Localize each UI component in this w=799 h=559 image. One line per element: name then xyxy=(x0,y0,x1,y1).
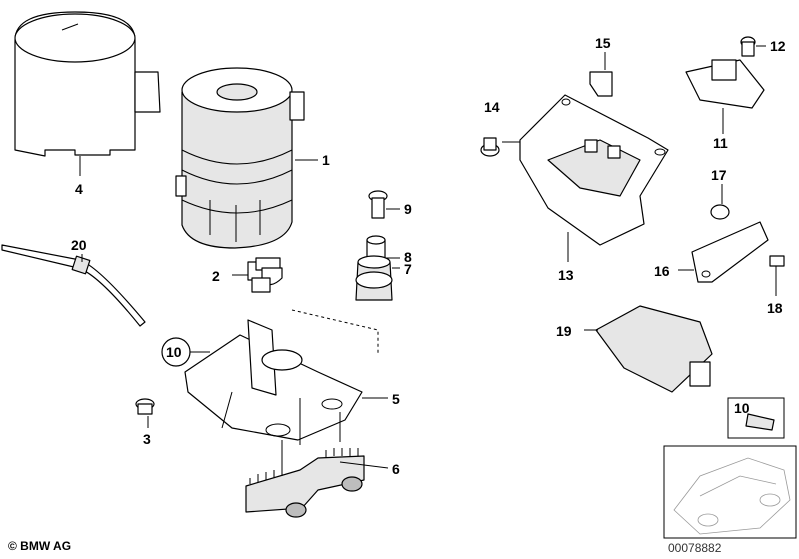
inset-vehicle xyxy=(663,445,797,539)
callout-18: 18 xyxy=(767,300,783,316)
callout-4: 4 xyxy=(75,181,83,197)
part-11-sensor xyxy=(685,59,765,109)
callout-15: 15 xyxy=(595,35,611,51)
part-9-bolt xyxy=(368,190,388,219)
callout-9: 9 xyxy=(404,201,412,217)
callout-19: 19 xyxy=(556,323,572,339)
inset-part-10 xyxy=(727,397,785,439)
part-17-nut xyxy=(710,204,730,220)
part-18-screw xyxy=(769,255,785,267)
part-4-cover xyxy=(14,11,161,157)
part-13-bracket xyxy=(519,94,669,246)
part-19-control-unit xyxy=(595,305,713,393)
part-20-cable-tie xyxy=(1,244,146,327)
copyright-text: © BMW AG xyxy=(8,539,72,553)
part-14-bolt xyxy=(480,137,500,157)
callout-10: 10 xyxy=(166,344,182,360)
part-7-rubber-mount xyxy=(355,255,393,301)
part-1-compressor xyxy=(175,67,305,249)
callout-5: 5 xyxy=(392,391,400,407)
part-15-clip xyxy=(589,71,613,97)
callout-8: 8 xyxy=(404,249,412,265)
callout-7: 7 xyxy=(404,261,412,277)
callout-20: 20 xyxy=(71,237,87,253)
diagram-id: 00078882 xyxy=(668,541,722,555)
callout-14: 14 xyxy=(484,99,500,115)
callout-6: 6 xyxy=(392,461,400,477)
part-12-screw xyxy=(740,36,756,57)
part-16-holder xyxy=(691,221,769,283)
part-5-bracket-plate xyxy=(184,309,379,468)
callout-13: 13 xyxy=(558,267,574,283)
part-3-screw xyxy=(135,398,155,415)
callout-11: 11 xyxy=(713,135,728,151)
inset-callout-10: 10 xyxy=(734,400,750,416)
part-6-rubber-pads xyxy=(245,448,365,518)
callout-16: 16 xyxy=(654,263,670,279)
part-2-fitting xyxy=(247,257,283,293)
callout-17: 17 xyxy=(711,167,727,183)
callout-2: 2 xyxy=(212,268,220,284)
callout-10-circle xyxy=(161,337,191,367)
leader-lines xyxy=(79,45,777,469)
callout-12: 12 xyxy=(770,38,786,54)
callout-1: 1 xyxy=(322,152,330,168)
callout-3: 3 xyxy=(143,431,151,447)
callout-labels: 1 2 3 4 5 6 7 8 9 10 11 12 13 14 15 16 1… xyxy=(71,35,786,477)
